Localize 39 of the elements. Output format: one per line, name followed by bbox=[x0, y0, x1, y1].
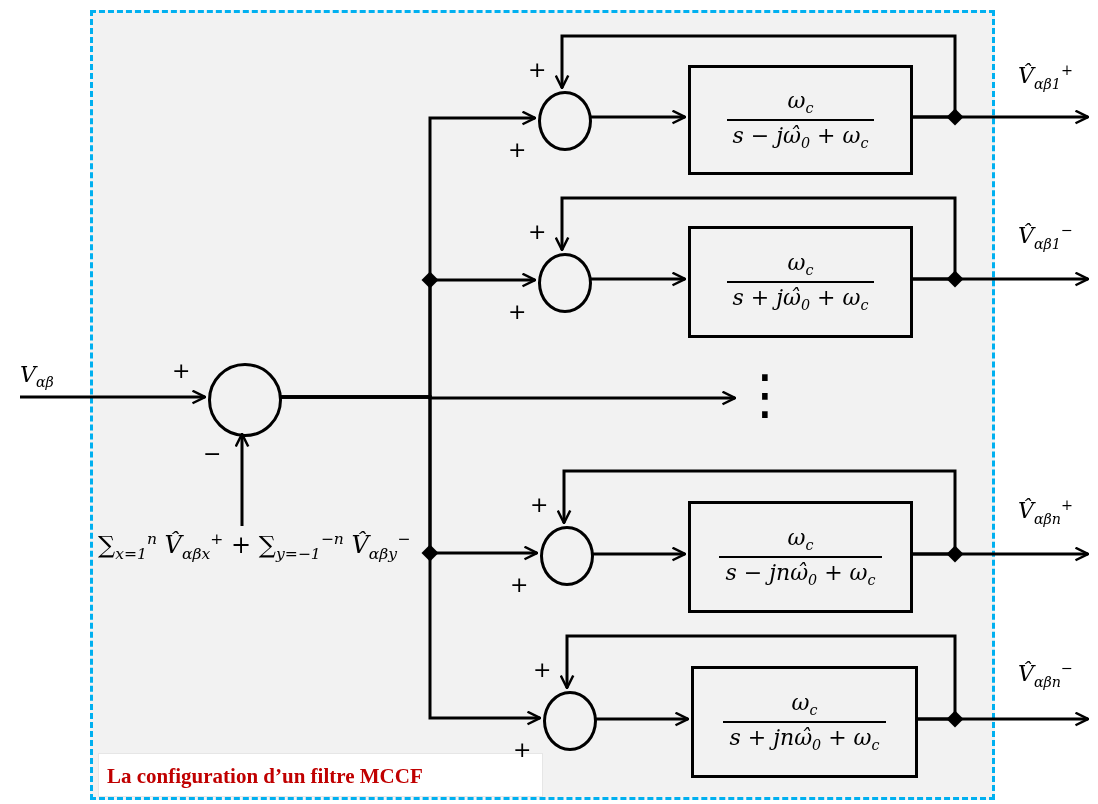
denominator: s − jnω̂$_{0}$ + ω$_{c}$ bbox=[719, 556, 882, 589]
summing-junction bbox=[543, 691, 597, 751]
filter-frame bbox=[90, 10, 995, 800]
signal-arrow bbox=[589, 109, 687, 125]
sign-label: + bbox=[510, 574, 529, 596]
signal-arrow bbox=[910, 546, 1090, 562]
transfer-function-block bbox=[688, 501, 913, 613]
summing-junction bbox=[538, 253, 592, 313]
signal-arrow bbox=[910, 271, 1090, 287]
sign-label: + bbox=[172, 360, 191, 382]
signal-arrow bbox=[915, 711, 1090, 727]
sign-label: + bbox=[533, 659, 552, 681]
sign-label: + bbox=[508, 301, 527, 323]
transfer-function-block bbox=[688, 226, 913, 338]
signal-label: V$_{αβ}$ bbox=[20, 362, 80, 397]
sign-label: + bbox=[508, 139, 527, 161]
denominator: s − jω̂$_{0}$ + ω$_{c}$ bbox=[726, 119, 875, 152]
numerator: ω$_{c}$ bbox=[790, 690, 819, 721]
summing-junction bbox=[540, 526, 594, 586]
signal-arrow bbox=[594, 711, 690, 727]
signal-arrow bbox=[279, 395, 542, 726]
denominator: s + jω̂$_{0}$ + ω$_{c}$ bbox=[726, 281, 875, 314]
signal-arrow bbox=[589, 271, 687, 287]
signal-arrow bbox=[20, 389, 207, 405]
numerator: ω$_{c}$ bbox=[786, 250, 815, 281]
summing-junction bbox=[538, 91, 592, 151]
ellipsis: ⋮ bbox=[738, 368, 778, 434]
numerator: ω$_{c}$ bbox=[786, 88, 815, 119]
sign-label: + bbox=[530, 494, 549, 516]
transfer-function-block bbox=[688, 65, 913, 175]
signal-arrow bbox=[591, 546, 687, 562]
sign-label: + bbox=[528, 221, 547, 243]
denominator: s + jnω̂$_{0}$ + ω$_{c}$ bbox=[723, 721, 886, 754]
sign-label: + bbox=[528, 59, 547, 81]
numerator: ω$_{c}$ bbox=[786, 525, 815, 556]
sign-label: − bbox=[203, 443, 222, 465]
transfer-function-block bbox=[691, 666, 918, 778]
signal-arrow bbox=[910, 109, 1090, 125]
summing-junction bbox=[208, 363, 282, 437]
